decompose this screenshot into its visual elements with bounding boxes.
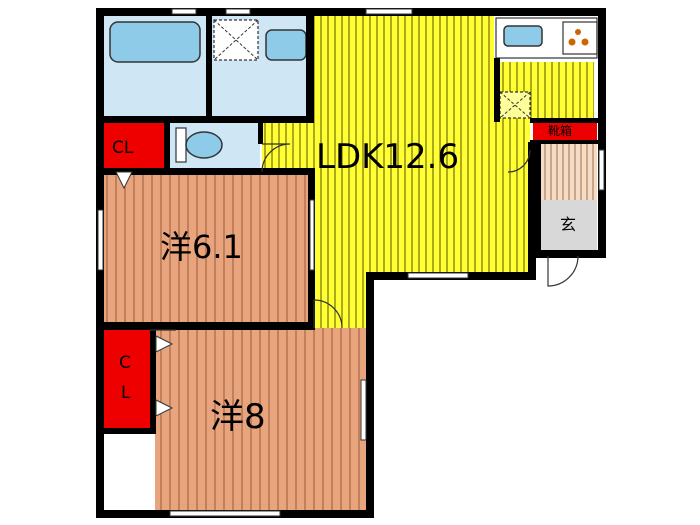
stove-icon xyxy=(562,21,598,55)
toilet-icon xyxy=(175,127,223,163)
entrance-stairs xyxy=(541,142,597,200)
closet-lower-c-label: C xyxy=(119,353,131,373)
kitchen-sink-icon xyxy=(503,25,543,47)
western-8-floor xyxy=(155,328,368,511)
door-swing-icon xyxy=(150,143,579,331)
entrance-label: 玄 xyxy=(560,215,576,234)
entrance-floor xyxy=(541,200,597,250)
closet-upper-label: CL xyxy=(112,138,134,158)
closet-lower-l-label: L xyxy=(121,383,131,403)
closet-door-icon xyxy=(115,171,174,417)
closet-lower-floor xyxy=(103,330,153,430)
window-icon xyxy=(97,8,605,517)
washing-machine-icon xyxy=(213,19,259,61)
shoe-box-label: 靴箱 xyxy=(548,123,572,138)
bathtub-icon xyxy=(109,21,201,63)
refrigerator-space-icon xyxy=(499,91,531,119)
western-6-floor xyxy=(103,172,312,324)
closet-upper-floor xyxy=(103,122,166,170)
kitchen-counter xyxy=(495,17,598,59)
western-6-label: 洋6.1 xyxy=(160,228,243,266)
ldk-label: LDK12.6 xyxy=(316,137,459,177)
western-8-label: 洋8 xyxy=(210,397,266,437)
washbasin-icon xyxy=(265,29,307,61)
